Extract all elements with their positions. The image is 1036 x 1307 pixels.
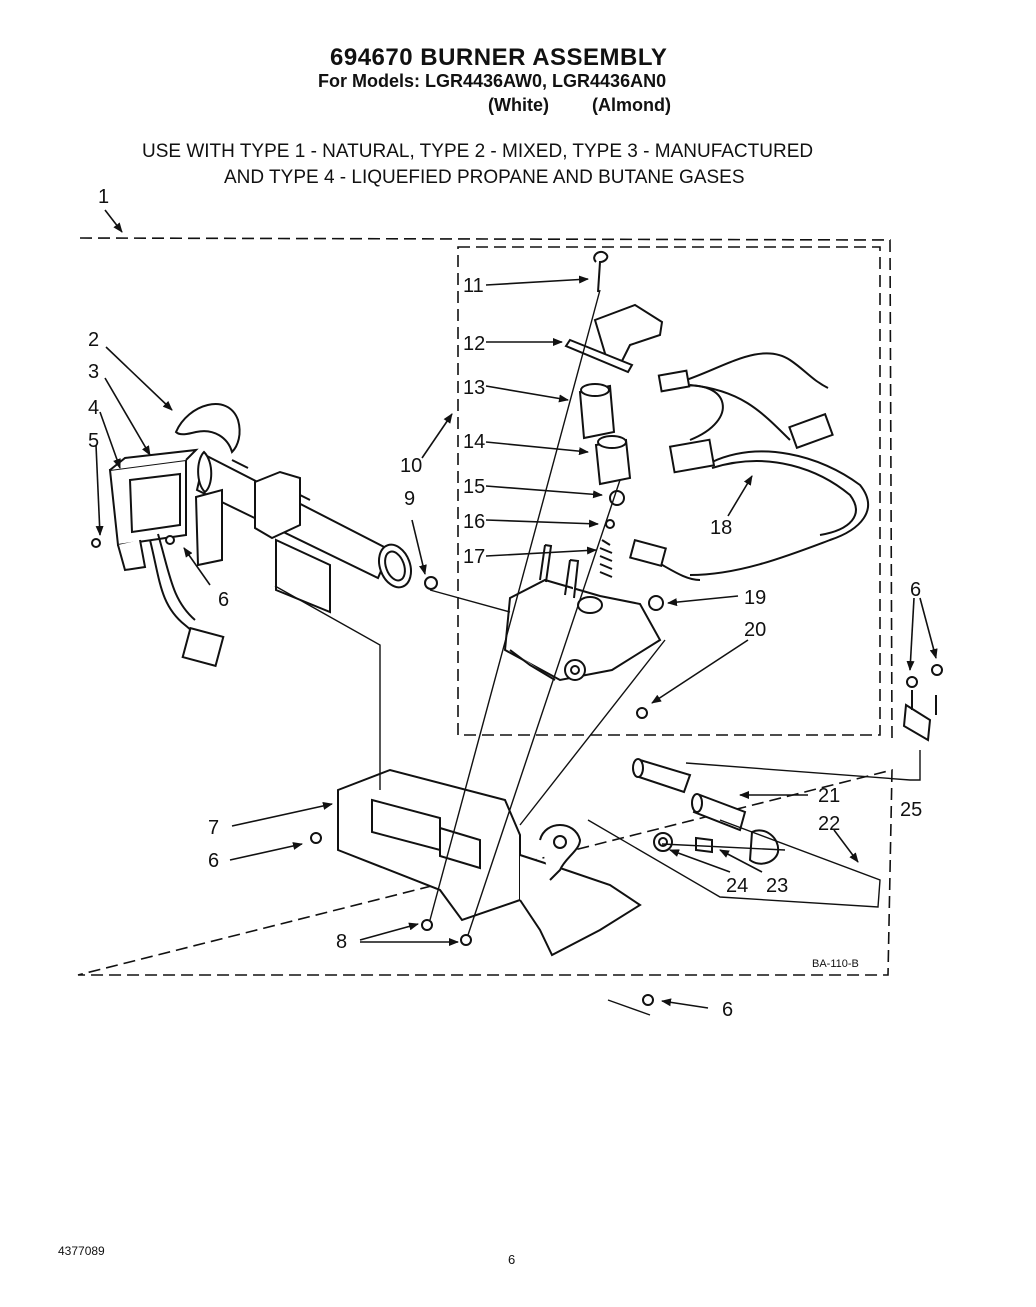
color-almond-label: (Almond): [592, 95, 671, 115]
callout-4: 4: [88, 397, 99, 419]
callout-23: 23: [766, 875, 788, 897]
callout-6-bottom: 6: [722, 999, 733, 1021]
color-white-label: (White): [488, 95, 549, 115]
drawing-code: BA-110-B: [812, 958, 859, 970]
mounting-bracket: [108, 448, 223, 572]
callout-7: 7: [208, 817, 219, 839]
callout-12: 12: [463, 333, 485, 355]
gas-note-line-1: USE WITH TYPE 1 - NATURAL, TYPE 2 - MIXE…: [142, 141, 814, 162]
callout-1: 1: [98, 186, 109, 208]
callout-17: 17: [463, 546, 485, 568]
page-number: 6: [508, 1252, 516, 1267]
pipe-fittings: [632, 690, 937, 865]
callout-20: 20: [744, 619, 766, 641]
models-line: For Models: LGR4436AW0, LGR4436AN0: [318, 71, 667, 91]
callout-21: 21: [818, 785, 840, 807]
callout-16: 16: [463, 511, 485, 533]
callout-5: 5: [88, 430, 99, 452]
assembly-boundary: [77, 237, 893, 976]
callout-24: 24: [726, 875, 748, 897]
wiring-harness: [628, 352, 870, 581]
screws: [91, 250, 943, 1006]
alignment-lines: [274, 289, 921, 1016]
callout-3: 3: [88, 361, 99, 383]
page-title: 694670 BURNER ASSEMBLY: [330, 44, 668, 71]
igniter-wire: [149, 533, 225, 668]
callout-25: 25: [900, 799, 922, 821]
callout-15: 15: [463, 476, 485, 498]
callout-8: 8: [336, 931, 347, 953]
callout-6-left: 6: [218, 589, 229, 611]
callout-9: 9: [404, 488, 415, 510]
callout-2: 2: [88, 329, 99, 351]
callout-numbers: 1 2 3 4 5 6 7 6 8 9 10 11 12 13 14 15 16…: [88, 186, 922, 1021]
callout-11: 11: [463, 275, 484, 297]
gas-valve-assembly: [503, 303, 664, 682]
document-number: 4377089: [58, 1244, 105, 1258]
flame-spreader: [174, 403, 241, 454]
callout-6-clamp: 6: [910, 579, 921, 601]
callout-13: 13: [463, 377, 485, 399]
callout-6-bracket: 6: [208, 850, 219, 872]
callout-leaders: [95, 209, 938, 1009]
callout-19: 19: [744, 587, 766, 609]
callout-22: 22: [818, 813, 840, 835]
base-bracket: [337, 768, 642, 957]
gas-note-line-2: AND TYPE 4 - LIQUEFIED PROPANE AND BUTAN…: [224, 167, 745, 188]
callout-18: 18: [710, 517, 732, 539]
callout-14: 14: [463, 431, 485, 453]
callout-10: 10: [400, 455, 422, 477]
